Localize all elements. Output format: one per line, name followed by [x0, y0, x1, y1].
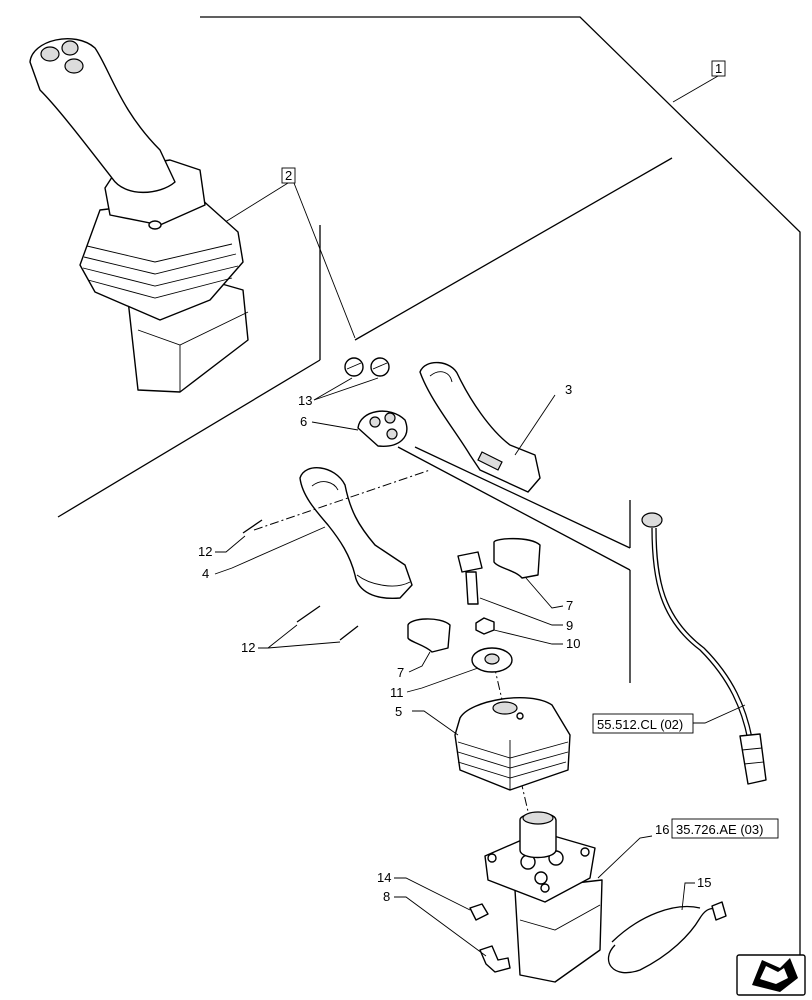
- callout-3[interactable]: 3: [514, 382, 572, 456]
- part-16-pilot-valve: [484, 811, 603, 983]
- part-10-nut: [475, 617, 495, 635]
- callout-14[interactable]: 14: [377, 870, 471, 911]
- callout-1-label: 1: [715, 61, 722, 76]
- callout-8[interactable]: 8: [383, 889, 487, 957]
- callout-12-lower[interactable]: 12: [241, 624, 341, 655]
- part-3-handle-half: [419, 361, 541, 493]
- callout-1[interactable]: 1: [672, 60, 726, 103]
- callout-9-label: 9: [566, 618, 573, 633]
- callout-7-upper-label: 7: [566, 598, 573, 613]
- callout-9[interactable]: 9: [479, 597, 573, 633]
- callout-3-label: 3: [565, 382, 572, 397]
- callout-12-upper[interactable]: 12: [198, 535, 246, 559]
- callout-4[interactable]: 4: [202, 526, 326, 581]
- callout-16-label: 16: [655, 822, 669, 837]
- callout-12-upper-label: 12: [198, 544, 212, 559]
- callout-4-label: 4: [202, 566, 209, 581]
- callout-5-label: 5: [395, 704, 402, 719]
- callout-13-label: 13: [298, 393, 312, 408]
- part-12-screws: [242, 519, 359, 641]
- callout-6[interactable]: 6: [300, 414, 359, 431]
- next-page-arrow-icon[interactable]: [736, 954, 806, 996]
- callout-15-label: 15: [697, 875, 711, 890]
- callout-10-label: 10: [566, 636, 580, 651]
- reference-harness-label: 55.512.CL (02): [597, 717, 683, 732]
- assembly-axis-upper: [253, 469, 431, 531]
- reference-valve-box[interactable]: 35.726.AE (03): [671, 818, 779, 839]
- callout-14-label: 14: [377, 870, 391, 885]
- callout-2[interactable]: 2: [221, 167, 356, 339]
- callout-11-label: 11: [390, 685, 404, 700]
- part-15-cable-loop: [607, 901, 727, 974]
- reference-harness-box[interactable]: 55.512.CL (02): [592, 704, 746, 734]
- part-8-connector: [479, 945, 511, 973]
- part-13-caps: [344, 357, 390, 377]
- callout-7-upper[interactable]: 7: [525, 577, 573, 613]
- part-6-button-pad: [357, 410, 408, 447]
- part-11-washer: [471, 647, 513, 673]
- callout-7-lower[interactable]: 7: [397, 651, 431, 680]
- part-7-block-lower: [407, 618, 451, 653]
- part-4-handle-front: [299, 467, 413, 599]
- callout-11[interactable]: 11: [390, 667, 479, 700]
- complete-joystick-assembly: [29, 38, 249, 393]
- callout-10[interactable]: 10: [493, 629, 580, 651]
- assembly-boundary-lines: [57, 16, 801, 985]
- reference-valve-label: 35.726.AE (03): [676, 822, 763, 837]
- callout-7-lower-label: 7: [397, 665, 404, 680]
- callout-2-label: 2: [285, 168, 292, 183]
- callout-16[interactable]: 16: [597, 822, 669, 879]
- callout-6-label: 6: [300, 414, 307, 429]
- part-5-rubber-boot: [454, 697, 571, 791]
- part-14-fitting: [469, 903, 489, 921]
- callout-8-label: 8: [383, 889, 390, 904]
- callout-12-lower-label: 12: [241, 640, 255, 655]
- part-9-pin: [457, 551, 483, 605]
- callout-5[interactable]: 5: [395, 704, 459, 736]
- callout-15[interactable]: 15: [681, 875, 711, 911]
- callout-13[interactable]: 13: [298, 377, 379, 408]
- wire-harness: [641, 512, 767, 785]
- part-7-block-upper: [493, 537, 541, 579]
